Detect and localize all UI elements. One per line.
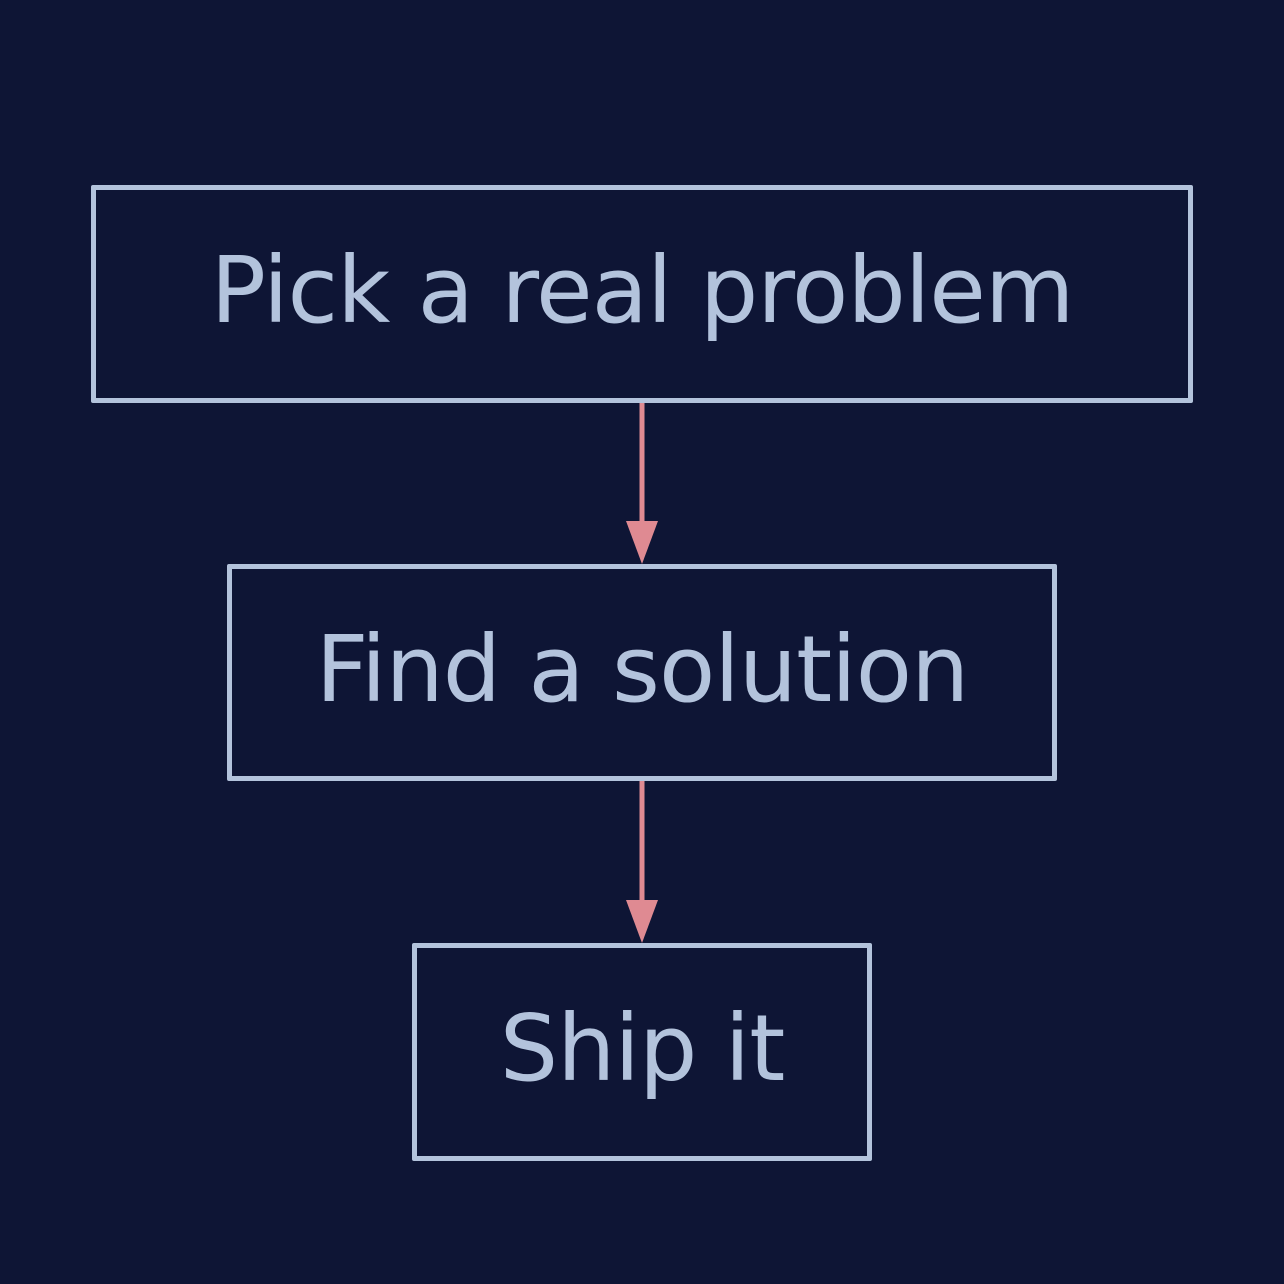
node-find-a-solution: Find a solution [227, 564, 1057, 781]
arrowhead-icon [626, 900, 658, 943]
arrowhead-icon [626, 521, 658, 564]
node-label: Pick a real problem [210, 237, 1075, 344]
edge-find-to-ship [626, 781, 658, 943]
node-label: Ship it [499, 995, 786, 1102]
edge-pick-to-find [626, 403, 658, 564]
node-label: Find a solution [315, 615, 970, 723]
node-pick-a-real-problem: Pick a real problem [91, 185, 1193, 403]
node-ship-it: Ship it [412, 943, 872, 1161]
